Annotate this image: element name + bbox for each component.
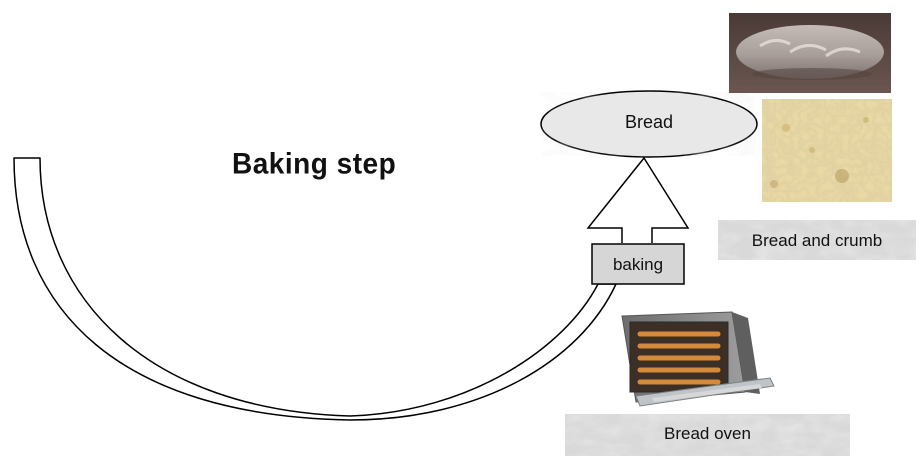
up-arrow	[586, 156, 690, 243]
oven-image	[621, 311, 775, 407]
baguette-image	[729, 13, 891, 93]
baking-node-label: baking	[612, 255, 664, 274]
bread-node-label: Bread	[624, 112, 674, 132]
bread-crumb-image	[762, 99, 892, 202]
bread-oven-caption: Bread oven	[664, 424, 751, 443]
process-curve-arrow	[13, 157, 617, 421]
baking-node	[591, 243, 685, 285]
diagram-title: Baking step	[232, 147, 397, 180]
bread-and-crumb-caption: Bread and crumb	[751, 231, 883, 250]
